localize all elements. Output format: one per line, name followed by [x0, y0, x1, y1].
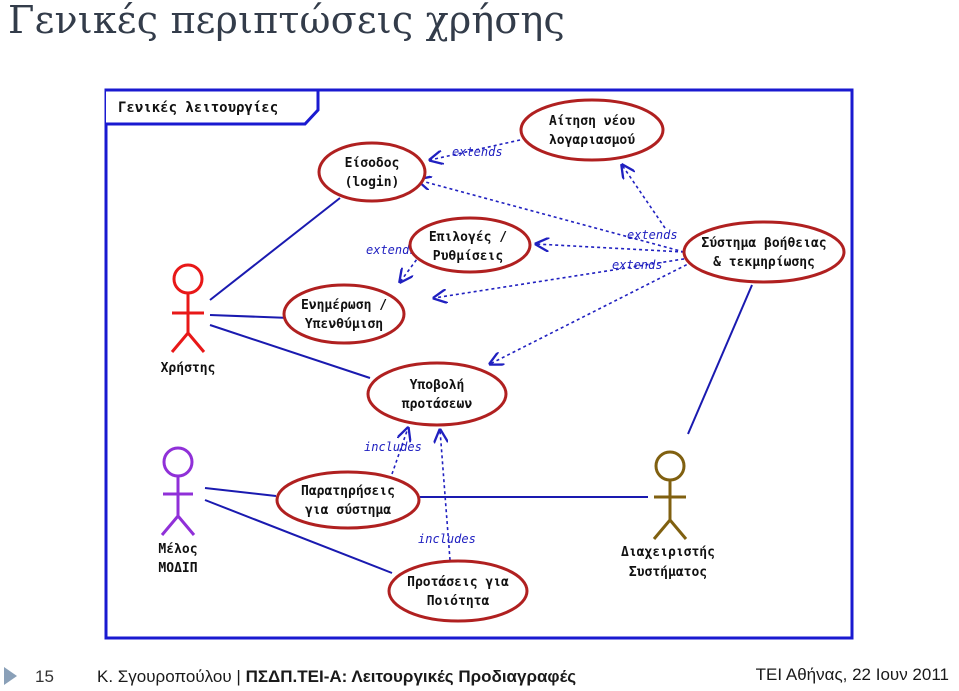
- dep-remarks-submit: [391, 428, 408, 475]
- use-case-quality: Προτάσεις για Ποιότητα: [387, 559, 529, 623]
- use-case-label: & τεκμηρίωσης: [713, 255, 815, 270]
- assoc-admin-help: [687, 284, 753, 435]
- use-case-label: Υποβολή: [410, 378, 465, 393]
- associations: [204, 197, 753, 574]
- extends-label: extends: [612, 258, 663, 272]
- use-case-label: Αίτηση νέου: [549, 114, 635, 129]
- dep-help-newaccount: [622, 165, 666, 229]
- use-case-submit: Υποβολή προτάσεων: [366, 361, 508, 427]
- dep-help-update: [434, 257, 691, 298]
- footer-separator: |: [236, 667, 241, 686]
- actor-admin-label: Διαχειριστής: [621, 545, 715, 560]
- institution-date: ΤΕΙ Αθήνας, 22 Ιουν 2011: [755, 665, 949, 684]
- assoc-member-remarks: [204, 487, 277, 497]
- use-case-options: Επιλογές / Ρυθμίσεις: [408, 216, 532, 274]
- dep-help-submit: [490, 261, 693, 364]
- actor-admin-label: Συστήματος: [629, 565, 707, 580]
- use-case-label: λογαριασμού: [549, 133, 635, 148]
- use-case-label: Παρατηρήσεις: [301, 484, 395, 499]
- dep-help-login: [418, 180, 685, 253]
- includes-label: includes: [418, 532, 476, 546]
- slide-title: Γενικές περιπτώσεις χρήσης: [8, 0, 565, 42]
- use-case-diagram: Γενικές λειτουργίες extends extends exte…: [104, 88, 854, 640]
- use-case-help-system: Σύστημα βοήθειας & τεκμηρίωσης: [682, 220, 846, 284]
- use-case-label: (login): [345, 175, 400, 190]
- use-case-update: Ενημέρωση / Υπενθύμιση: [282, 283, 406, 345]
- page-number: 15: [35, 667, 54, 686]
- dependencies: [391, 139, 693, 561]
- actor-member: [160, 446, 196, 536]
- assoc-user-update: [209, 314, 291, 319]
- includes-label: includes: [364, 440, 422, 454]
- extends-label: extends: [366, 243, 417, 257]
- actor-user: [170, 263, 206, 353]
- use-case-label: Ρυθμίσεις: [433, 249, 503, 264]
- footer-author: Κ. Σγουροπούλου | ΠΣΔΠ.ΤΕΙ-Α: Λειτουργικ…: [97, 667, 576, 687]
- use-case-label: Ενημέρωση /: [301, 298, 387, 313]
- assoc-user-submit: [209, 324, 371, 379]
- use-case-new-account: Αίτηση νέου λογαριασμού: [519, 98, 665, 162]
- use-case-label: Προτάσεις για: [407, 575, 509, 590]
- extends-label: extends: [627, 228, 678, 242]
- assoc-member-quality: [204, 499, 393, 574]
- footer-marker-icon: [4, 667, 17, 685]
- use-case-label: προτάσεων: [402, 397, 473, 412]
- use-case-label: Ποιότητα: [427, 594, 490, 609]
- dep-quality-submit: [440, 430, 451, 561]
- frame-label: Γενικές λειτουργίες: [118, 100, 278, 116]
- actor-user-label: Χρήστης: [161, 361, 216, 376]
- use-case-label: Είσοδος: [345, 156, 400, 171]
- assoc-user-login: [209, 197, 341, 301]
- actor-member-label: Μέλος: [158, 542, 197, 557]
- use-case-login: Είσοδος (login): [317, 141, 427, 203]
- use-case-label: για σύστημα: [305, 503, 391, 518]
- use-case-label: Σύστημα βοήθειας: [701, 236, 826, 251]
- slide-footer: 15 Κ. Σγουροπούλου | ΠΣΔΠ.ΤΕΙ-Α: Λειτουρ…: [0, 655, 959, 691]
- course-title: ΠΣΔΠ.ΤΕΙ-Α: Λειτουργικές Προδιαγραφές: [245, 667, 577, 686]
- dep-help-options: [536, 244, 685, 253]
- author-name: Κ. Σγουροπούλου: [97, 667, 232, 686]
- use-case-label: Υπενθύμιση: [305, 317, 383, 332]
- use-case-label: Επιλογές /: [429, 230, 507, 245]
- use-case-remarks: Παρατηρήσεις για σύστημα: [275, 470, 421, 530]
- actor-admin: [652, 450, 688, 540]
- system-boundary: [104, 88, 854, 640]
- actor-member-label: ΜΟΔΙΠ: [158, 561, 197, 576]
- extends-label: extends: [452, 145, 503, 159]
- frame-label-tab: [106, 88, 320, 126]
